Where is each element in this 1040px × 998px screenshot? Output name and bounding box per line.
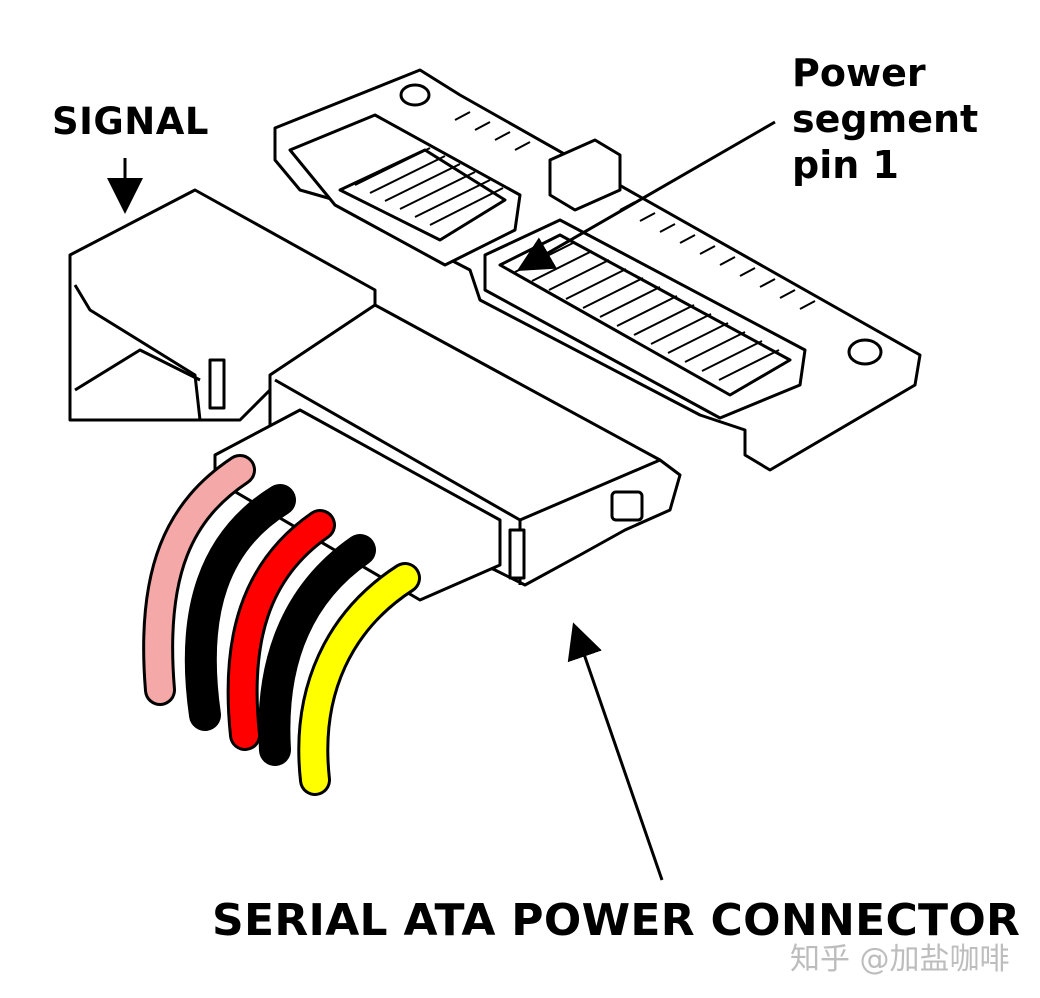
power-segment-line-3: pin 1: [792, 143, 899, 187]
cable-plug: [68, 188, 682, 602]
power-wires: [142, 454, 421, 796]
power-pin-arrow: [516, 120, 776, 271]
power-segment-line-1: Power: [792, 51, 926, 95]
watermark: 知乎 @加盐咖啡: [790, 942, 1010, 977]
callout-arrows: [107, 120, 776, 881]
wire-black-2: [258, 534, 376, 766]
connector-arrow: [567, 622, 664, 881]
connector-title: SERIAL ATA POWER CONNECTOR: [212, 895, 1021, 946]
power-segment-label: Power segment pin 1: [792, 50, 978, 188]
power-segment-line-2: segment: [792, 97, 979, 141]
drive-receptacle: [273, 68, 922, 472]
wire-black-1: [184, 484, 296, 731]
signal-label: SIGNAL: [52, 100, 209, 143]
